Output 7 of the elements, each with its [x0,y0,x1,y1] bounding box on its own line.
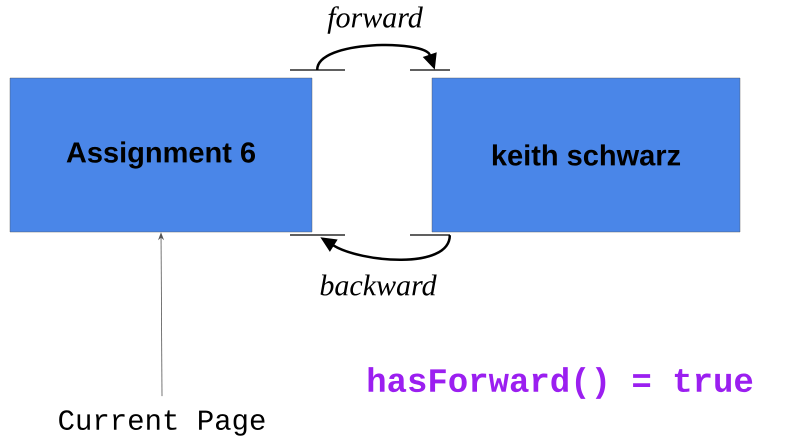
page-label: Current Page [59,410,264,436]
page-box: keith schwarz [432,78,740,232]
code-text: hasForward() = true [368,367,752,399]
arrow [316,44,437,70]
page-box: Assignment 6 [10,78,312,232]
edge-label: backward [318,273,438,297]
edge-label: forward [326,5,424,35]
